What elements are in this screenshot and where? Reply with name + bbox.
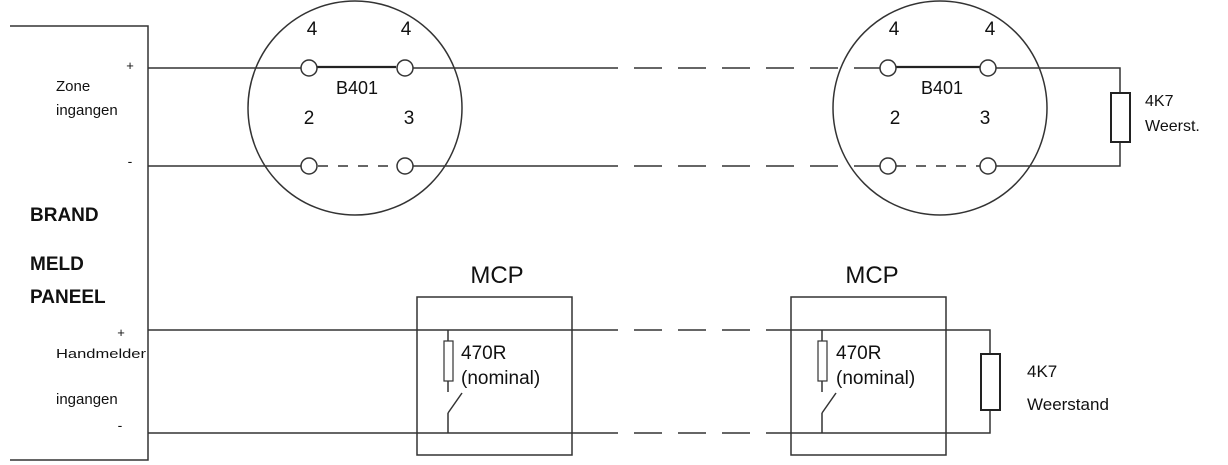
pin-label-3: 3 [980, 108, 991, 129]
terminal-4b [396, 59, 414, 77]
pin-label-4-left: 4 [889, 19, 900, 40]
detector-base-1: 4 4 B401 2 3 [247, 0, 463, 216]
zone-plus-sign: + [126, 58, 134, 73]
mcp-eol-wire-bottom [790, 410, 991, 434]
zone-eol-wire-bottom [996, 142, 1121, 167]
mcp-eol-label: Weerstand [1027, 395, 1109, 414]
resistor-icon [1110, 92, 1131, 143]
panel-border [10, 25, 149, 461]
manual-call-point-2: MCP 470R (nominal) [790, 262, 947, 456]
manual-call-point-1: MCP 470R (nominal) [416, 262, 573, 456]
zone-loop-wiring [148, 65, 1121, 167]
pin-label-3: 3 [404, 108, 415, 129]
zone-eol-resistor: 4K7 Weerst. [1110, 92, 1200, 143]
detector-base-circle [247, 0, 463, 216]
control-panel: + Zone ingangen - BRAND MELD PANEEL + Ha… [10, 25, 149, 461]
terminal-2 [300, 157, 318, 175]
mcp-resistor-note: (nominal) [836, 368, 915, 389]
zone-label-line2: ingangen [56, 102, 118, 119]
terminal-3 [396, 157, 414, 175]
manual-label-line1: Handmelder [56, 346, 147, 361]
terminal-4a [300, 59, 318, 77]
manual-plus-sign: + [117, 325, 125, 340]
mcp-resistor-note: (nominal) [461, 368, 540, 389]
pin-label-4-right: 4 [401, 19, 412, 40]
detector-base-circle [832, 0, 1048, 216]
panel-title-line3: PANEEL [30, 287, 106, 308]
pin-label-4-left: 4 [307, 19, 318, 40]
mcp-title: MCP [470, 262, 523, 289]
zone-eol-wire-top [996, 67, 1121, 93]
panel-title-line2: MELD [30, 254, 84, 275]
mcp-eol-resistor: 4K7 Weerstand [980, 353, 1109, 414]
mcp-resistor-value: 470R [461, 343, 506, 364]
pin-label-2: 2 [890, 108, 901, 129]
terminal-3 [979, 157, 997, 175]
pin-label-2: 2 [304, 108, 315, 129]
panel-title-line1: BRAND [30, 205, 99, 226]
zone-eol-label: Weerst. [1145, 118, 1200, 135]
zone-label-line1: Zone [56, 78, 90, 95]
manual-minus-sign: - [118, 417, 123, 433]
terminal-4a [879, 59, 897, 77]
mcp-title: MCP [845, 262, 898, 289]
mcp-loop-wiring [148, 329, 991, 434]
detector-base-2: 4 4 B401 2 3 [832, 0, 1048, 216]
manual-label-line2: ingangen [56, 391, 118, 408]
base-label: B401 [336, 78, 378, 98]
mcp-box [416, 296, 573, 456]
mcp-eol-value: 4K7 [1027, 362, 1057, 381]
terminal-4b [979, 59, 997, 77]
mcp-box [790, 296, 947, 456]
zone-eol-value: 4K7 [1145, 93, 1174, 110]
mcp-resistor-icon [817, 340, 828, 382]
mcp-resistor-icon [443, 340, 454, 382]
resistor-icon [980, 353, 1001, 411]
mcp-resistor-value: 470R [836, 343, 881, 364]
zone-minus-sign: - [128, 153, 133, 169]
base-label: B401 [921, 78, 963, 98]
mcp-switch-icon [447, 392, 463, 414]
mcp-eol-wire-top [790, 329, 991, 354]
pin-label-4-right: 4 [985, 19, 996, 40]
mcp-switch-icon [821, 392, 837, 414]
terminal-2 [879, 157, 897, 175]
